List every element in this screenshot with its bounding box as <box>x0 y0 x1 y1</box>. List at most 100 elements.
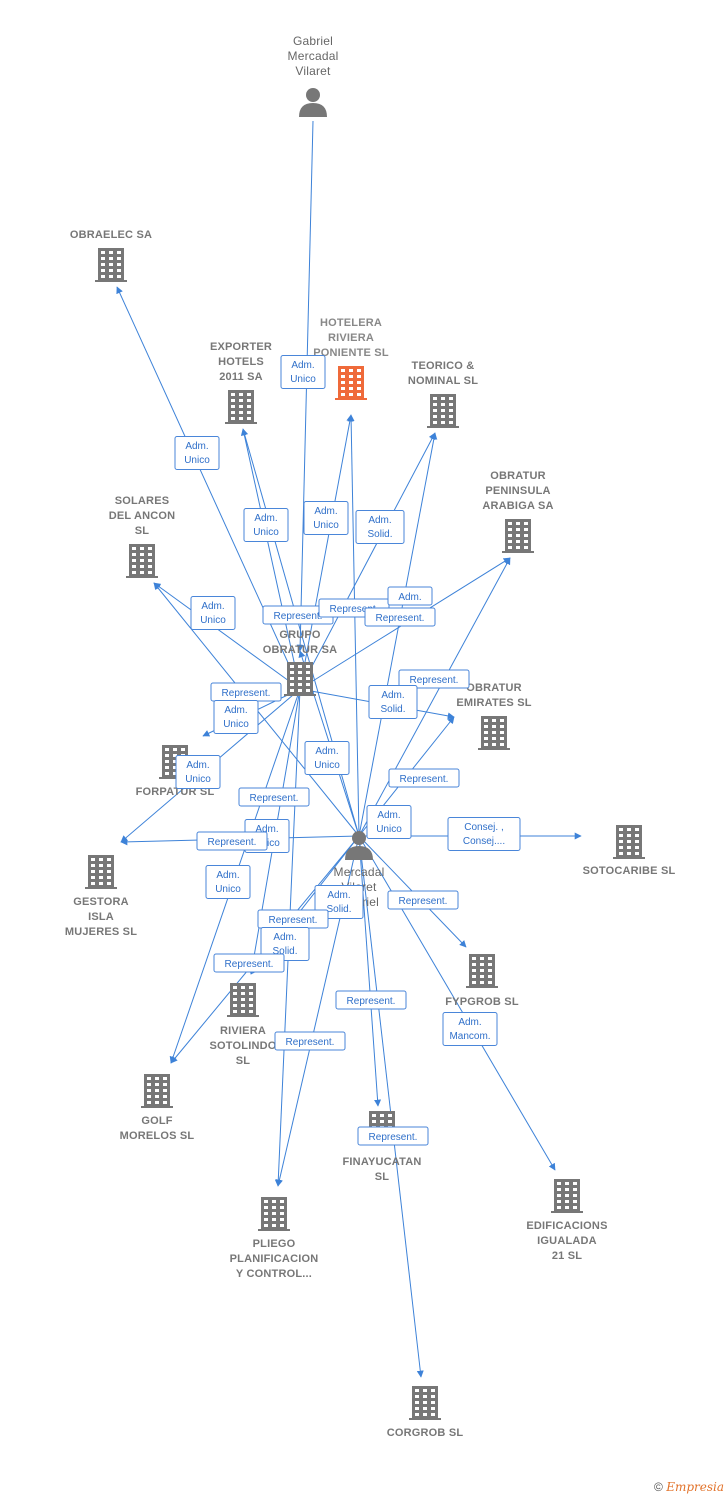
edge-label-line: Adm. <box>201 601 224 612</box>
edge-label[interactable]: Consej. ,Consej.... <box>447 817 521 851</box>
building-icon[interactable] <box>427 394 459 428</box>
edge-label[interactable]: Adm.Solid. <box>355 510 405 544</box>
edge-label[interactable]: Represent. <box>210 682 282 702</box>
node-label-line: EMIRATES SL <box>456 697 531 709</box>
node-corgrob[interactable]: CORGROB SL <box>387 1386 464 1439</box>
edge-label[interactable]: Adm.Unico <box>213 700 259 734</box>
edge-label[interactable]: Adm.Mancom. <box>442 1012 498 1046</box>
edge-label-line: Adm. <box>255 824 278 835</box>
edge-label-line: Represent. <box>286 1037 335 1048</box>
building-icon[interactable] <box>126 544 158 578</box>
person-icon[interactable] <box>345 831 373 860</box>
edge-label[interactable]: Represent. <box>196 831 268 851</box>
edge-label-line: Unico <box>185 774 211 785</box>
node-label-fypgrob[interactable]: FYPGROB SL <box>445 996 519 1008</box>
building-icon[interactable] <box>225 390 257 424</box>
building-icon[interactable] <box>478 716 510 750</box>
node-label-corgrob[interactable]: CORGROB SL <box>387 1427 464 1439</box>
building-icon[interactable] <box>335 366 367 400</box>
edge-label-line: Adm. <box>381 690 404 701</box>
building-icon[interactable] <box>141 1074 173 1108</box>
edge-label[interactable]: Represent. <box>257 909 329 929</box>
edge-label[interactable]: Represent. <box>213 953 285 973</box>
building-icon[interactable] <box>551 1179 583 1213</box>
edge-label[interactable]: Adm.Unico <box>174 436 220 470</box>
node-obraelec[interactable]: OBRAELEC SA <box>70 229 152 282</box>
edge-label[interactable]: Adm.Unico <box>303 501 349 535</box>
edge-label[interactable]: Represent. <box>357 1126 429 1146</box>
edge-label[interactable]: Represent. <box>335 990 407 1010</box>
node-label-obraelec[interactable]: OBRAELEC SA <box>70 229 152 241</box>
building-icon[interactable] <box>258 1197 290 1231</box>
building-icon[interactable] <box>85 855 117 889</box>
node-label-line: NOMINAL SL <box>408 375 478 387</box>
edge-label[interactable]: Represent. <box>387 890 459 910</box>
edge-label-line: Adm. <box>315 746 338 757</box>
node-label-line: OBRATUR <box>490 470 546 482</box>
edge-label[interactable]: Represent. <box>388 768 460 788</box>
edge-label[interactable]: Adm.Unico <box>366 805 412 839</box>
edge-label[interactable]: Adm.Unico <box>243 508 289 542</box>
edge-label-text: Represent. <box>225 959 274 970</box>
edge-label[interactable]: Adm.Unico <box>280 355 326 389</box>
edge-label[interactable]: Represent. <box>262 605 334 625</box>
edge-label-line: Mancom. <box>449 1031 490 1042</box>
edge-label-line: Consej. , <box>464 822 503 833</box>
building-icon[interactable] <box>409 1386 441 1420</box>
building-icon[interactable] <box>95 248 127 282</box>
node-fypgrob[interactable]: FYPGROB SL <box>445 954 519 1008</box>
edge-label[interactable]: Adm.Solid. <box>260 927 310 961</box>
edge-label-line: Represent. <box>330 604 379 615</box>
edge-label[interactable]: Adm.Solid. <box>368 685 418 719</box>
edge-label[interactable]: Adm.Unico <box>304 741 350 775</box>
edge-label[interactable]: Adm. Unico <box>175 755 221 789</box>
footer-brand[interactable]: © Empresia <box>654 1480 724 1494</box>
node-label-teorico[interactable]: TEORICO &NOMINAL SL <box>408 360 478 387</box>
edge-label[interactable]: Adm.Unico <box>190 596 236 630</box>
edge-label[interactable]: Adm. <box>387 586 433 606</box>
node-teorico[interactable]: TEORICO &NOMINAL SL <box>408 360 478 428</box>
node-sotocaribe[interactable]: SOTOCARIBE SL <box>583 825 676 877</box>
edge-label[interactable]: Represent. <box>274 1031 346 1051</box>
edge-label-line: Adm. <box>186 760 209 771</box>
building-icon[interactable] <box>284 662 316 696</box>
building-icon[interactable] <box>466 954 498 988</box>
edge-label-text: Adm. Unico <box>185 760 211 785</box>
person-icon[interactable] <box>299 88 327 117</box>
node-label-sotocaribe[interactable]: SOTOCARIBE SL <box>583 865 676 877</box>
building-icon[interactable] <box>502 519 534 553</box>
edge-label[interactable]: Represent. <box>238 787 310 807</box>
building-icon[interactable] <box>227 983 259 1017</box>
edge-label[interactable]: Represent. <box>364 607 436 627</box>
building-icon[interactable] <box>613 825 645 859</box>
edge-label[interactable]: Adm.Unico <box>205 865 251 899</box>
edge-label[interactable]: Represent. <box>398 669 470 689</box>
edge-label-text: Adm. <box>398 592 421 603</box>
